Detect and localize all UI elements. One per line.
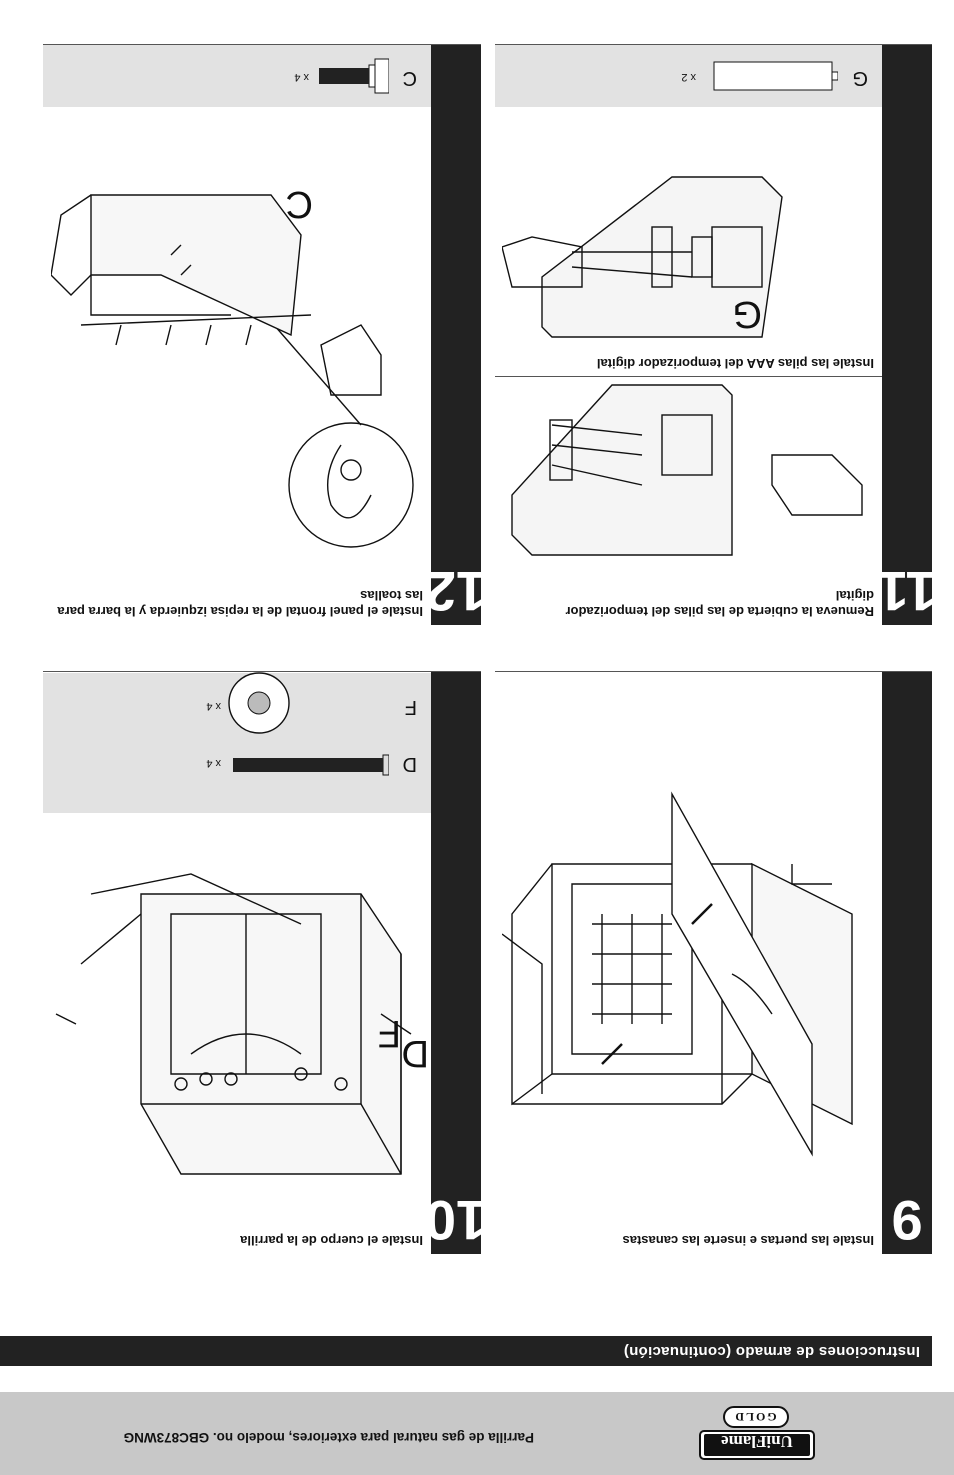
step-12-number: 12 bbox=[425, 45, 487, 625]
step-11-panel: 11 Remueva la cubierta de las pilas del … bbox=[495, 44, 937, 625]
step-9-title: Instale las puertas e inserte las canast… bbox=[622, 1233, 874, 1248]
step-11-parts-box: G x 2 bbox=[495, 45, 882, 107]
step-11-remove-cover-illustration bbox=[511, 384, 863, 556]
part-d-qty: x 4 bbox=[206, 757, 221, 769]
step-12-callout-c: C bbox=[285, 183, 313, 225]
part-c-qty: x 4 bbox=[294, 71, 309, 83]
model-text: Parrilla de gas natural para exteriores,… bbox=[123, 1430, 534, 1445]
part-c-label: C bbox=[402, 67, 417, 89]
step-11-title: Remueva la cubierta de las pilas del tem… bbox=[565, 588, 875, 619]
section-title-bar: Instrucciones de armado (continuación) bbox=[0, 1336, 932, 1366]
part-g-qty: x 2 bbox=[681, 71, 696, 83]
part-f-label: F bbox=[404, 696, 417, 718]
step-9-panel: 9 Instale las puertas e inserte las cana… bbox=[495, 671, 932, 1254]
step-11-divider bbox=[495, 376, 882, 377]
step-10-panel: 10 Instale el cuerpo de la parrilla D F bbox=[43, 671, 487, 1254]
aaa-battery-icon bbox=[713, 61, 838, 91]
step-12-illustration bbox=[51, 194, 414, 548]
part-f-qty: x 4 bbox=[206, 700, 221, 712]
washer-f-icon bbox=[228, 672, 290, 734]
footer-band: UniFlame GOLD Parrilla de gas natural pa… bbox=[0, 1392, 954, 1475]
step-12-title: Instale el panel frontal de la repisa iz… bbox=[57, 588, 423, 619]
step-12-parts-box: C x 4 bbox=[43, 45, 431, 107]
bolt-c-icon bbox=[319, 58, 389, 94]
step-11-install-batteries-illustration bbox=[502, 176, 783, 338]
step-11-callout-g: G bbox=[732, 293, 762, 335]
step-9-illustration bbox=[502, 791, 853, 1157]
part-d-label: D bbox=[402, 753, 417, 775]
step-12-panel: 12 Instale el panel frontal de la repisa… bbox=[43, 44, 487, 625]
step-10-title: Instale el cuerpo de la parrilla bbox=[240, 1233, 423, 1248]
step-11-subtitle: Instale las pilas AAA del temporizador d… bbox=[596, 356, 874, 371]
step-10-illustration bbox=[55, 873, 412, 1175]
step-9-number: 9 bbox=[882, 672, 932, 1254]
step-11-number: 11 bbox=[877, 45, 937, 625]
part-g-label: G bbox=[852, 67, 868, 89]
logo-badge-text: GOLD bbox=[733, 1410, 777, 1424]
step-10-callout-f: F bbox=[377, 1012, 401, 1054]
bolt-d-icon bbox=[233, 754, 389, 776]
logo-brand-text: UniFlame bbox=[721, 1432, 793, 1451]
step-10-number: 10 bbox=[425, 672, 487, 1254]
step-10-callout-d: D bbox=[401, 1032, 429, 1074]
uniflame-gold-logo bbox=[699, 1406, 815, 1460]
section-title: Instrucciones de armado (continuación) bbox=[623, 1343, 920, 1360]
step-10-parts-box: D x 4 F x 4 bbox=[43, 672, 431, 813]
